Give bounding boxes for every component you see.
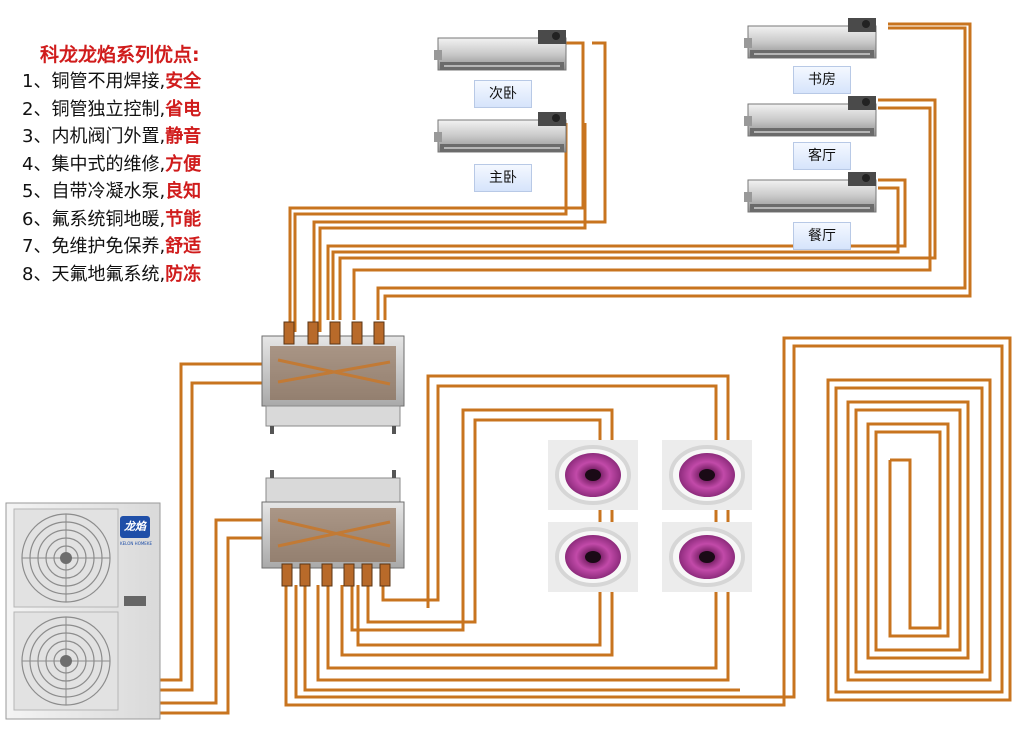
pipe-ac-keting-1: [338, 98, 937, 320]
lower-distributor: [261, 470, 405, 587]
pipe-ac-shufang-1: [376, 26, 967, 320]
indoor-duct-units: [434, 18, 877, 213]
pipe-ac-ciwo-2: [312, 41, 607, 328]
pipe-ac-canting-1: [326, 178, 907, 320]
advantage-item-3: 3、内机阀门外置,静音: [22, 126, 202, 147]
outdoor-unit: [5, 502, 161, 720]
pipe-ac-zhuwo-2: [318, 123, 587, 332]
pipe-panels-loop-2: [326, 384, 718, 670]
upper-distributor: [261, 321, 405, 434]
radiant-panel-1: [548, 440, 638, 510]
advantage-item-7: 7、免维护免保养,舒适: [22, 236, 202, 257]
duct-unit-ciwo: [434, 30, 567, 71]
room-label-keting: 客厅: [793, 142, 851, 170]
advantages-title: 科龙龙焰系列优点:: [40, 44, 200, 66]
advantage-item-2: 2、铜管独立控制,省电: [22, 98, 202, 120]
outdoor-brand-text: 龙焰: [124, 520, 146, 533]
pipe-outdoor-upper-2: [160, 381, 262, 692]
pipe-ac-ciwo-1: [288, 41, 585, 328]
radiant-panel-4: [662, 522, 752, 592]
outdoor-brand-sub: KELON HOMEKE: [120, 541, 152, 546]
pipe-panels-loop-5: [303, 585, 740, 692]
pipe-outdoor-lower-2: [160, 536, 262, 715]
room-label-shufang: 书房: [793, 66, 851, 94]
brand-logo: [120, 516, 150, 538]
duct-unit-shufang: [744, 18, 877, 59]
room-label-ciwo: 次卧: [474, 80, 532, 108]
advantage-item-4: 4、集中式的维修,方便: [22, 153, 202, 175]
radiant-panel-2: [662, 440, 752, 510]
radiant-panel-3: [548, 522, 638, 592]
pipe-ac-keting-2: [352, 106, 932, 320]
pipe-panels-loop-4: [356, 418, 602, 647]
pipe-outdoor-upper-1: [160, 362, 262, 682]
pipe-panels-loop-3: [340, 408, 614, 657]
pipe-floor-coil-1: [284, 336, 1012, 707]
advantage-item-1: 1、铜管不用焊接,安全: [22, 71, 202, 92]
advantage-item-6: 6、氟系统铜地暖,节能: [22, 208, 202, 230]
radiant-panels: [548, 440, 752, 592]
room-label-zhuwo: 主卧: [474, 164, 532, 192]
duct-unit-canting: [744, 172, 877, 213]
advantages-list: 科龙龙焰系列优点: 1、铜管不用焊接,安全 2、铜管独立控制,省电 3、内机阀门…: [22, 42, 282, 288]
duct-unit-zhuwo: [434, 112, 567, 153]
pipe-floor-coil-2: [294, 344, 1004, 699]
pipe-outdoor-lower-1: [160, 518, 262, 705]
advantage-item-5: 5、自带冷凝水泵,良知: [22, 181, 202, 202]
pipe-ac-shufang-2: [383, 22, 972, 320]
pipe-ac-zhuwo-1: [293, 123, 568, 332]
room-label-canting: 餐厅: [793, 222, 851, 250]
duct-unit-keting: [744, 96, 877, 137]
pipe-ac-canting-2: [331, 186, 900, 320]
advantage-item-8: 8、天氟地氟系统,防冻: [22, 263, 202, 285]
